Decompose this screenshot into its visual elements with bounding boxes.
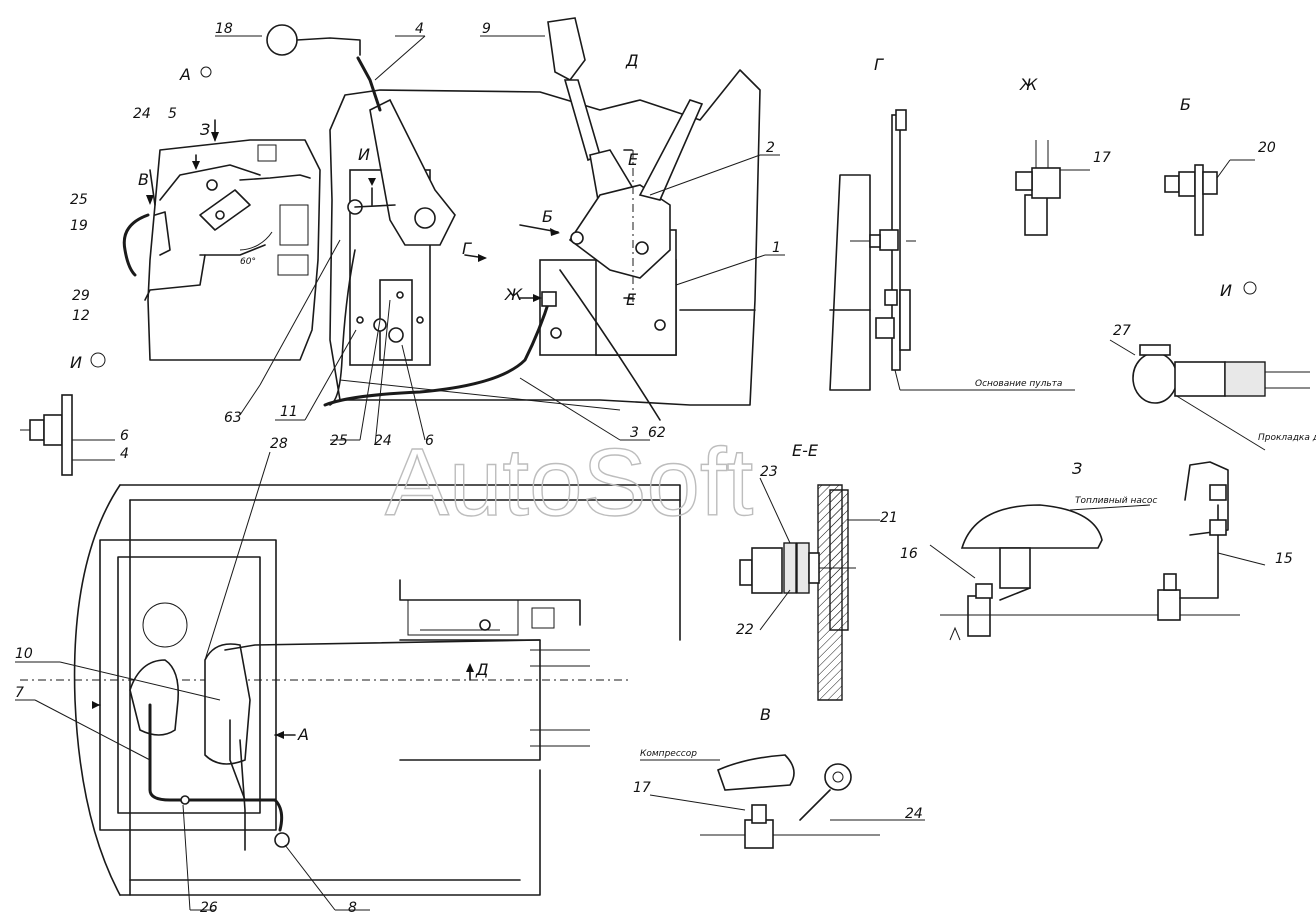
caption-angle: 60°: [240, 257, 256, 267]
view-label-g: Г: [874, 55, 884, 74]
part-number-2: 2: [766, 140, 775, 156]
part-number-29: 29: [72, 288, 90, 304]
part-number-28: 28: [270, 436, 288, 452]
rotate-icon: [90, 352, 106, 368]
view-zh-detail: [1015, 140, 1090, 236]
view-label-g-marker: Г: [462, 239, 472, 258]
part-number-7: 7: [15, 685, 24, 701]
cabin-plan: [15, 451, 681, 911]
view-i-detail: [20, 394, 115, 476]
view-label-v-marker: В: [138, 170, 149, 189]
view-label-b: Б: [1180, 95, 1191, 114]
view-g-detail: [829, 109, 1075, 391]
part-number-24-bottom: 24: [374, 433, 392, 449]
part-number-18: 18: [215, 21, 233, 37]
view-label-b-marker: Б: [542, 207, 553, 226]
part-number-27: 27: [1113, 323, 1131, 339]
view-label-ee: Е-Е: [792, 441, 819, 460]
rotate-icon: [200, 66, 212, 78]
view-b-detail: [1164, 159, 1255, 236]
view-label-z-marker: З: [200, 120, 210, 139]
view-a-detail: [122, 119, 321, 361]
view-label-i-right: И: [1220, 281, 1232, 300]
part-number-6: 6: [120, 428, 129, 444]
part-number-1: 1: [772, 240, 781, 256]
leader-lines-top: [215, 35, 785, 446]
view-i-right-detail: [1109, 339, 1310, 451]
part-number-17-compressor: 17: [633, 780, 651, 796]
view-label-e-bottom: Е: [626, 290, 637, 309]
view-label-zh-marker: Ж: [504, 285, 523, 304]
part-number-5: 5: [168, 106, 177, 122]
lever-console: [259, 17, 761, 421]
view-label-a: А: [179, 65, 191, 84]
part-number-21: 21: [880, 510, 898, 526]
part-number-12: 12: [72, 308, 90, 324]
part-number-11: 11: [280, 404, 298, 420]
part-number-23: 23: [760, 464, 778, 480]
part-number-24-compressor: 24: [905, 806, 923, 822]
part-number-25-bottom: 25: [330, 433, 348, 449]
part-number-20: 20: [1258, 140, 1276, 156]
watermark-text: AutoSoft: [385, 429, 753, 536]
part-number-25-top: 25: [70, 192, 88, 208]
caption-compressor: Компрессор: [640, 749, 697, 759]
part-number-9: 9: [482, 21, 491, 37]
caption-console-base: Основание пульта: [975, 379, 1062, 389]
view-z-detail: [929, 461, 1266, 641]
view-label-z: З: [1072, 459, 1082, 478]
part-number-22: 22: [736, 622, 754, 638]
part-number-4-left: 4: [120, 446, 129, 462]
part-number-63: 63: [224, 410, 242, 426]
view-label-d-marker: Д: [475, 660, 489, 679]
caption-fuel-pump: Топливный насос: [1075, 496, 1157, 506]
view-labels: А Д Г Ж Б И З В Е-Е Е Е И З В Б Г Ж И Д …: [70, 51, 1257, 744]
part-number-10: 10: [15, 646, 33, 662]
view-label-i-marker: И: [358, 145, 370, 164]
part-number-6-bottom: 6: [425, 433, 434, 449]
part-number-24-top: 24: [133, 106, 151, 122]
view-label-i-left: И: [70, 353, 82, 372]
caption-engine-gasket: Прокладка двигатель: [1258, 433, 1316, 443]
part-number-4: 4: [415, 21, 424, 37]
part-number-19: 19: [70, 218, 88, 234]
rotate-icon: [1243, 281, 1257, 295]
part-number-17: 17: [1093, 150, 1111, 166]
view-label-e-top: Е: [628, 150, 639, 169]
part-number-26: 26: [200, 900, 218, 916]
captions: Основание пульта Прокладка двигатель Топ…: [240, 257, 1316, 759]
view-label-v: В: [760, 705, 771, 724]
part-numbers: 18 4 9 2 1 3 62 63 11 25 24 6 28 24 5 25…: [15, 21, 1293, 916]
view-label-a-marker: А: [297, 725, 309, 744]
part-number-15: 15: [1275, 551, 1293, 567]
part-number-62: 62: [648, 425, 666, 441]
view-ee-section: [739, 477, 880, 701]
part-number-3: 3: [630, 425, 639, 441]
part-number-16: 16: [900, 546, 918, 562]
part-number-8: 8: [348, 900, 357, 916]
view-label-zh: Ж: [1019, 75, 1038, 94]
view-label-d: Д: [625, 51, 639, 70]
view-v-detail: [640, 754, 925, 849]
